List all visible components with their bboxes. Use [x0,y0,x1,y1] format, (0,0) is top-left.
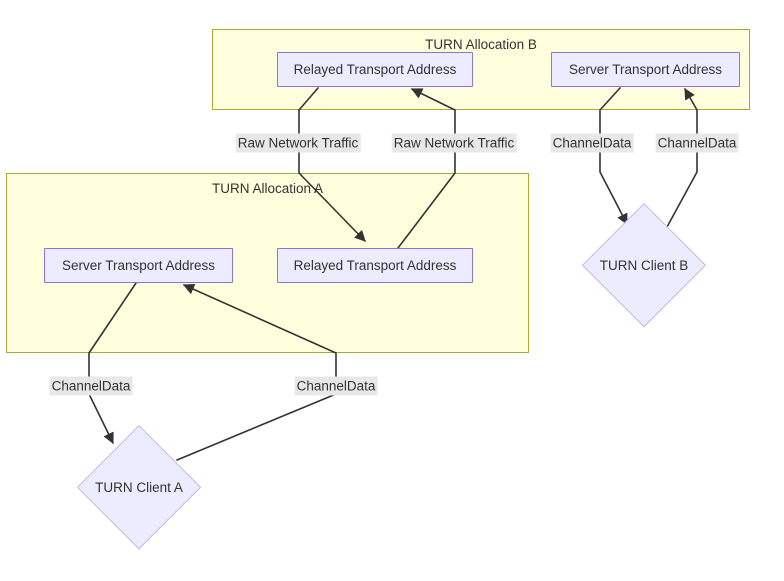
edge-label-channeldata-client-a-to-server-a: ChannelData [294,376,378,396]
edge-label-channeldata-server-a-to-client-a: ChannelData [49,376,133,396]
cluster-title-allocation-b: TURN Allocation B [425,37,537,52]
node-server-transport-address-a[interactable]: Server Transport Address [44,248,233,283]
node-relayed-transport-address-a[interactable]: Relayed Transport Address [277,248,473,283]
edge-label-raw-network-traffic-down: Raw Network Traffic [235,133,361,153]
edge-label-channeldata-server-b-to-client-b: ChannelData [550,133,634,153]
node-label: Server Transport Address [568,62,723,77]
node-label: Relayed Transport Address [293,258,457,273]
edge-path [397,88,456,249]
node-label: Server Transport Address [61,258,216,273]
edge-path [176,284,337,461]
node-relayed-transport-address-b[interactable]: Relayed Transport Address [277,52,473,87]
node-label: TURN Client A [95,479,183,495]
edge-label-raw-network-traffic-up: Raw Network Traffic [391,133,517,153]
edge-path [88,282,137,445]
node-server-transport-address-b[interactable]: Server Transport Address [551,52,740,87]
edge-label-channeldata-client-b-to-server-b: ChannelData [655,133,739,153]
node-turn-client-a[interactable]: TURN Client A [77,425,201,549]
node-turn-client-b[interactable]: TURN Client B [582,203,706,327]
edge-path [298,87,366,242]
node-label: TURN Client B [599,257,689,273]
cluster-title-allocation-a: TURN Allocation A [211,181,324,196]
node-label: Relayed Transport Address [293,62,457,77]
